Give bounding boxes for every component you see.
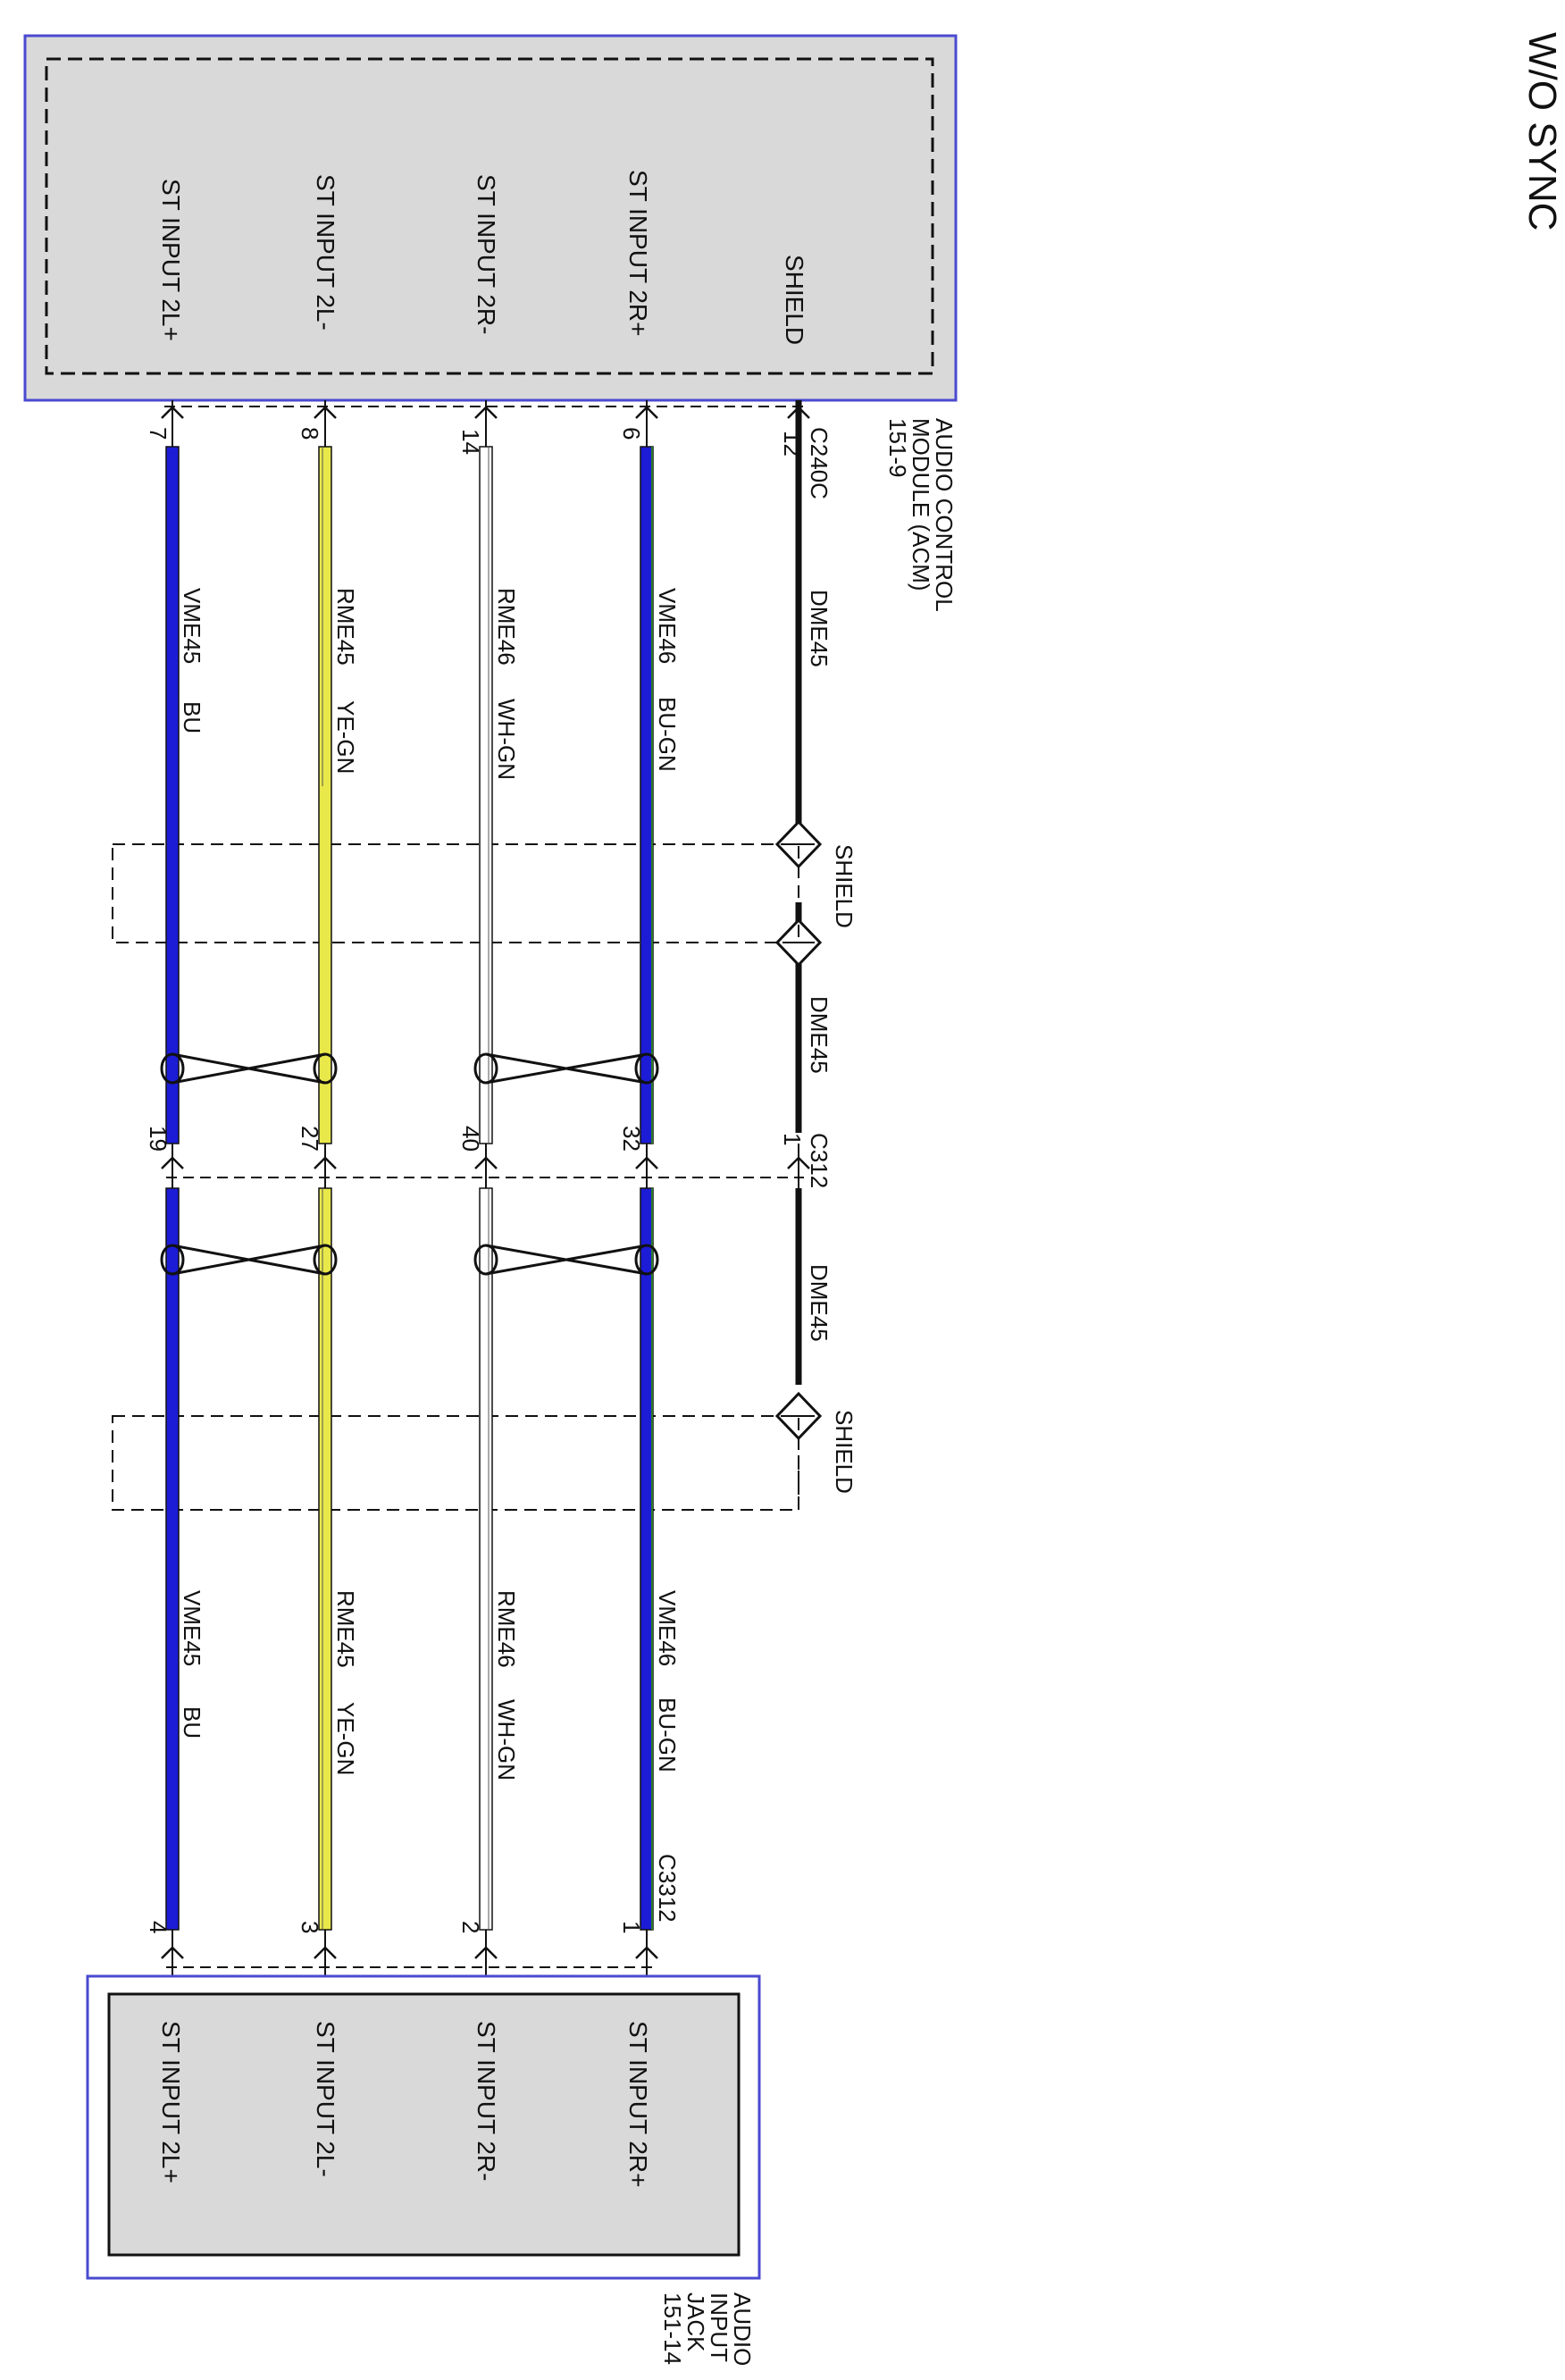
c312-pin-number-40: 40 bbox=[457, 1126, 484, 1152]
wire-label-vme45-seg2: VME45 bbox=[179, 1590, 205, 1666]
c3312-connector-label: C3312 bbox=[654, 1854, 681, 1923]
shield-enclosure-2 bbox=[112, 1415, 799, 1511]
wire-color-vme45-seg2: BU bbox=[179, 1706, 205, 1739]
acm-pin-label-2l-plus: ST INPUT 2L+ bbox=[157, 179, 185, 341]
wire-vme46 bbox=[640, 400, 654, 1994]
wire-color-rme46-seg1: WH-GN bbox=[493, 699, 520, 780]
acm-pin-number-7: 7 bbox=[145, 427, 172, 440]
acm-name-label: AUDIO CONTROL MODULE (ACM) 151-9 bbox=[884, 418, 958, 612]
jack-pin-label-2r-minus: ST INPUT 2R- bbox=[473, 2021, 500, 2181]
jack-name-line-2: INPUT bbox=[706, 2292, 732, 2362]
c312-pin-number-32: 32 bbox=[618, 1126, 645, 1152]
c312-connector-label: C312 bbox=[806, 1133, 833, 1188]
wire-vme45 bbox=[165, 400, 180, 1994]
acm-pin-number-8: 8 bbox=[297, 427, 323, 440]
wire-color-vme45-seg1: BU bbox=[179, 701, 205, 733]
jack-pin-number-3: 3 bbox=[297, 1921, 323, 1933]
jack-name-line-4: 151-14 bbox=[659, 2292, 686, 2365]
jack-inner-box bbox=[107, 1992, 741, 2257]
twisted-pair-symbols bbox=[160, 1052, 659, 1276]
wire-label-vme46-seg1: VME46 bbox=[654, 588, 681, 664]
wire-color-rme45-seg2: YE-GN bbox=[332, 1702, 359, 1775]
c312-pin-gaps bbox=[172, 1144, 799, 1188]
acm-name-line-1: AUDIO CONTROL bbox=[931, 418, 958, 612]
acm-pin-number-12: 12 bbox=[779, 431, 806, 457]
jack-pin-number-1: 1 bbox=[618, 1921, 645, 1933]
wire-color-rme45-seg1: YE-GN bbox=[332, 700, 359, 774]
wire-label-rme46-seg1: RME46 bbox=[493, 588, 520, 666]
acm-pin-number-6: 6 bbox=[618, 427, 645, 440]
acm-name-line-3: 151-9 bbox=[884, 418, 911, 478]
c312-pin-number-1: 1 bbox=[779, 1133, 806, 1145]
acm-pin-label-2r-plus: ST INPUT 2R+ bbox=[624, 170, 652, 336]
wire-label-vme45-seg1: VME45 bbox=[179, 588, 205, 664]
jack-pin-number-2: 2 bbox=[457, 1921, 484, 1933]
wire-rme46 bbox=[479, 400, 493, 1994]
wire-label-rme45-seg1: RME45 bbox=[332, 588, 359, 666]
acm-name-line-2: MODULE (ACM) bbox=[908, 418, 934, 591]
wire-label-rme46-seg2: RME46 bbox=[493, 1590, 520, 1668]
jack-pin-number-4: 4 bbox=[145, 1921, 172, 1933]
shield-label-2: SHIELD bbox=[831, 1410, 858, 1494]
jack-pin-label-2l-plus: ST INPUT 2L+ bbox=[157, 2021, 185, 2183]
jack-pin-label-2l-minus: ST INPUT 2L- bbox=[312, 2021, 339, 2177]
c312-chevrons bbox=[161, 1156, 810, 1169]
wire-color-vme46-seg2: BU-GN bbox=[654, 1697, 681, 1772]
audio-input-jack: ST INPUT 2R+ ST INPUT 2R- ST INPUT 2L- S… bbox=[86, 1974, 761, 2366]
jack-pin-label-2r-plus: ST INPUT 2R+ bbox=[624, 2021, 652, 2187]
acm-pin-label-2r-minus: ST INPUT 2R- bbox=[473, 174, 500, 334]
jack-name-label: AUDIO INPUT JACK 151-14 bbox=[659, 2292, 756, 2366]
wire-color-vme46-seg1: BU-GN bbox=[654, 697, 681, 772]
shield-circuit-label-1: DME45 bbox=[806, 996, 833, 1074]
shield-wire bbox=[774, 400, 823, 1510]
shield-circuit-label-2: DME45 bbox=[806, 1264, 833, 1342]
shield-enclosure-1 bbox=[112, 843, 799, 943]
jack-name-line-3: JACK bbox=[682, 2292, 709, 2352]
c312-pin-number-19: 19 bbox=[145, 1126, 172, 1152]
page-title: W/O SYNC bbox=[1520, 32, 1564, 230]
acm-inner-dashed-box bbox=[45, 57, 934, 375]
wire-color-rme46-seg2: WH-GN bbox=[493, 1699, 520, 1781]
jack-name-line-1: AUDIO bbox=[729, 2292, 756, 2366]
c3312-chevrons bbox=[161, 1946, 658, 1959]
acm-pin-number-14: 14 bbox=[457, 429, 484, 455]
acm-outer-box bbox=[23, 34, 958, 402]
shield-label-1: SHIELD bbox=[831, 844, 858, 928]
acm-pin-label-shield: SHIELD bbox=[781, 255, 808, 345]
c240c-chevrons bbox=[161, 406, 810, 419]
wire-label-rme45-seg2: RME45 bbox=[332, 1590, 359, 1668]
wire-label-dme45-seg1: DME45 bbox=[806, 590, 833, 667]
c312-pin-number-27: 27 bbox=[297, 1126, 323, 1152]
acm-connector-label: C240C bbox=[806, 427, 833, 499]
acm-pin-label-2l-minus: ST INPUT 2L- bbox=[312, 174, 339, 331]
audio-control-module: SHIELD ST INPUT 2R+ ST INPUT 2R- ST INPU… bbox=[23, 34, 958, 612]
wire-label-vme46-seg2: VME46 bbox=[654, 1590, 681, 1666]
wire-rme45 bbox=[318, 400, 332, 1994]
